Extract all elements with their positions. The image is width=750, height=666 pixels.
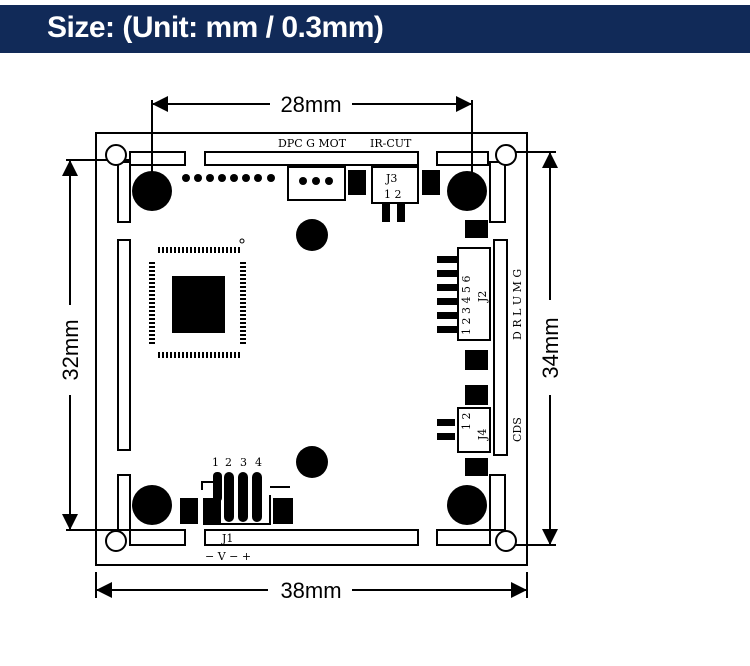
label-j2-pins: 1 2 3 4 5 6 xyxy=(460,276,473,335)
jumper-pin-3: 3 xyxy=(240,456,247,469)
dim-left-label: 32mm xyxy=(58,319,83,380)
jumper-pin-2: 2 xyxy=(225,456,232,469)
header-title: Size: (Unit: mm / 0.3mm) xyxy=(47,11,384,44)
jumper-pin-4: 4 xyxy=(255,456,262,469)
label-drlumg: D R L U M G xyxy=(511,269,524,340)
label-ir-cut: IR-CUT xyxy=(370,137,412,150)
qfp-chip-pins xyxy=(149,247,246,358)
label-j4: J4 xyxy=(476,429,489,441)
label-dpc-g-mot: DPC G MOT xyxy=(278,137,347,150)
board-components xyxy=(132,170,488,525)
jumper-pin-1: 1 xyxy=(212,456,219,469)
dim-right-label: 34mm xyxy=(538,317,563,378)
label-j3: J3 xyxy=(385,172,397,185)
label-j3-pins: 1 2 xyxy=(384,188,402,201)
dim-bottom-label: 38mm xyxy=(280,578,341,603)
header-banner: Size: (Unit: mm / 0.3mm) xyxy=(0,5,750,53)
label-j1: J1 xyxy=(221,532,233,545)
dim-top-label: 28mm xyxy=(280,92,341,117)
board-outline xyxy=(95,132,528,566)
label-j2: J2 xyxy=(476,291,489,303)
label-j1-pins: − V − + xyxy=(205,550,251,563)
label-cds: CDS xyxy=(511,417,524,442)
label-j4-pins: 1 2 xyxy=(460,413,473,431)
